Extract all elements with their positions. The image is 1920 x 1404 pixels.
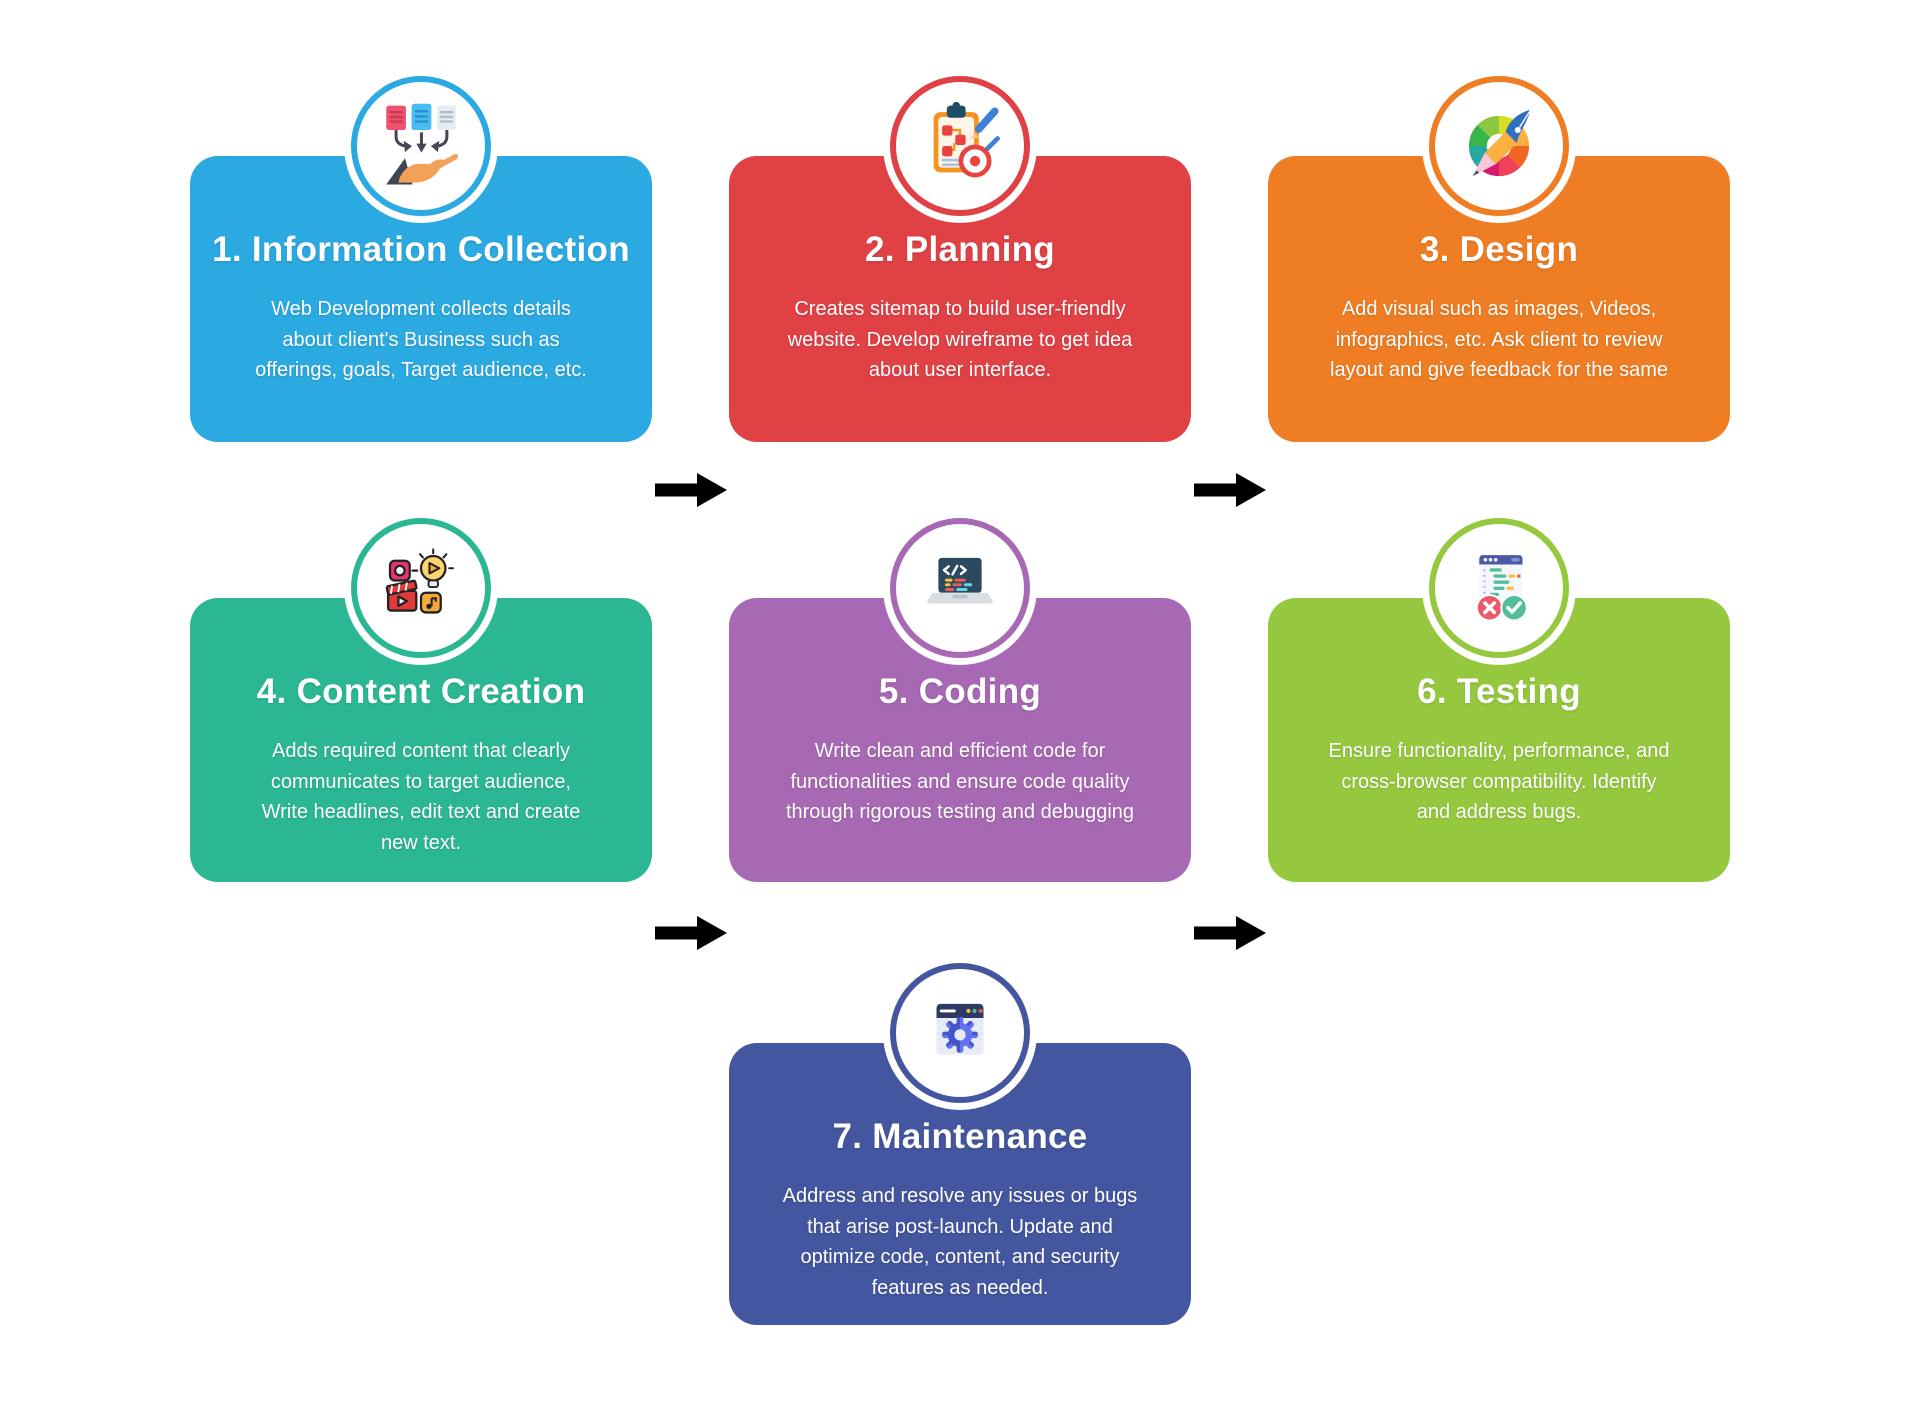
design-tools-icon: [1468, 108, 1532, 177]
flow-arrow-1-2: [655, 473, 727, 507]
step-icon-circle: [890, 963, 1030, 1103]
step-description: Adds required content that clearly commu…: [261, 740, 581, 854]
step-title: 3. Design: [1419, 230, 1579, 269]
step-title: 7. Maintenance: [832, 1117, 1088, 1156]
step-title: 6. Testing: [1417, 672, 1581, 711]
step-title: 5. Coding: [878, 672, 1042, 711]
step-card-planning: 2. Planning Creates sitemap to build use…: [729, 76, 1191, 442]
flow-arrow-4-5: [655, 916, 727, 950]
step-description: Add visual such as images, Videos, infog…: [1330, 298, 1668, 381]
laptop-code-icon: [927, 557, 993, 604]
flow-arrow-5-6: [1194, 916, 1266, 950]
browser-gear-icon: [936, 1003, 984, 1055]
step-description: Address and resolve any issues or bugs t…: [782, 1185, 1138, 1299]
documents-to-hand-icon: [386, 103, 459, 185]
step-card-information-collection: 1. Information Collection Web Developmen…: [190, 76, 652, 442]
step-icon-circle: [351, 76, 491, 216]
step-card-testing: 6. Testing Ensure functionality, perform…: [1268, 518, 1730, 882]
step-card-content-creation: 4. Content Creation Adds required conten…: [190, 518, 652, 882]
step-icon-circle: [890, 76, 1030, 216]
step-description: Ensure functionality, performance, and c…: [1328, 740, 1670, 823]
step-card-maintenance: 7. Maintenance Address and resolve any i…: [729, 963, 1191, 1325]
step-title: 4. Content Creation: [256, 672, 586, 711]
step-icon-circle: [890, 518, 1030, 658]
test-results-icon: [1475, 555, 1528, 622]
step-icon-circle: [351, 518, 491, 658]
step-description: Web Development collects details about c…: [255, 298, 587, 381]
step-title: 1. Information Collection: [212, 230, 630, 269]
step-icon-circle: [1429, 518, 1569, 658]
step-card-coding: 5. Coding Write clean and efficient code…: [729, 518, 1191, 882]
flow-arrow-2-3: [1194, 473, 1266, 507]
step-description: Creates sitemap to build user-friendly w…: [787, 298, 1133, 381]
step-title: 2. Planning: [865, 230, 1055, 269]
step-icon-circle: [1429, 76, 1569, 216]
step-card-design: 3. Design Add visual such as images, Vid…: [1268, 76, 1730, 442]
media-content-icon: [385, 548, 454, 614]
step-description: Write clean and efficient code for funct…: [785, 740, 1135, 823]
clipboard-planning-icon: [933, 101, 1000, 178]
